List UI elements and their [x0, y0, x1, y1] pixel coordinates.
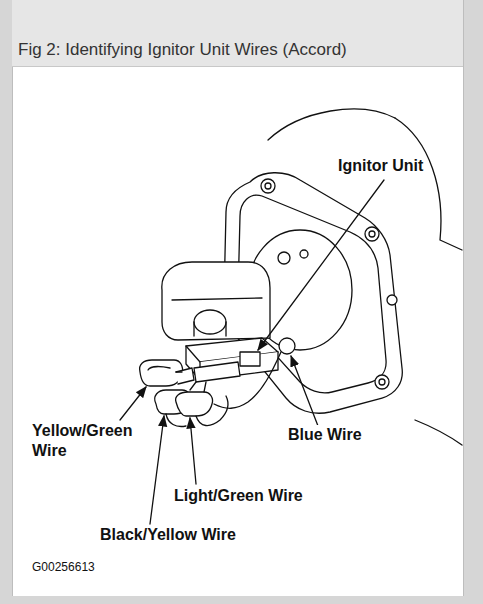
- figure-code: G00256613: [32, 559, 95, 575]
- ignitor-terminal: [240, 352, 260, 366]
- wire-label: Light/Green Wire: [172, 486, 305, 506]
- leader-line: [258, 180, 384, 350]
- figure-title: Fig 2: Identifying Ignitor Unit Wires (A…: [18, 40, 347, 60]
- part-label: Ignitor Unit: [336, 156, 425, 176]
- blue-wire: [214, 352, 281, 408]
- leader-line: [190, 418, 196, 484]
- small-hole: [300, 250, 308, 258]
- bolt-hole: [379, 379, 385, 385]
- bolt-hole: [369, 231, 375, 237]
- leader-line: [120, 387, 146, 420]
- connector: [176, 368, 194, 384]
- leader-line: [150, 416, 164, 524]
- wire: [176, 371, 182, 372]
- bolt-hole: [365, 227, 379, 241]
- bolt-hole: [375, 375, 389, 389]
- housing-edge: [268, 109, 395, 140]
- rotor-shaft: [194, 310, 226, 334]
- wire-label: Blue Wire: [286, 425, 364, 445]
- light-green-terminal: [176, 392, 213, 416]
- housing-edge: [395, 118, 462, 250]
- connector: [194, 362, 240, 382]
- terminal-edge: [148, 367, 170, 370]
- wire: [166, 396, 228, 427]
- wire-label: Yellow/Green Wire: [30, 421, 146, 461]
- bolt-hole: [387, 295, 397, 305]
- yellow-green-terminal: [140, 360, 183, 386]
- wire: [190, 382, 206, 392]
- bolt-hole: [261, 179, 275, 193]
- rotor-shaft: [194, 322, 226, 336]
- pickup-body: [162, 262, 270, 340]
- bolt-hole: [265, 183, 271, 189]
- leader-line: [291, 356, 318, 426]
- housing-edge: [415, 420, 462, 445]
- wire-label: Black/Yellow Wire: [98, 525, 238, 545]
- small-hole: [278, 252, 290, 264]
- pickup-edge: [172, 298, 262, 300]
